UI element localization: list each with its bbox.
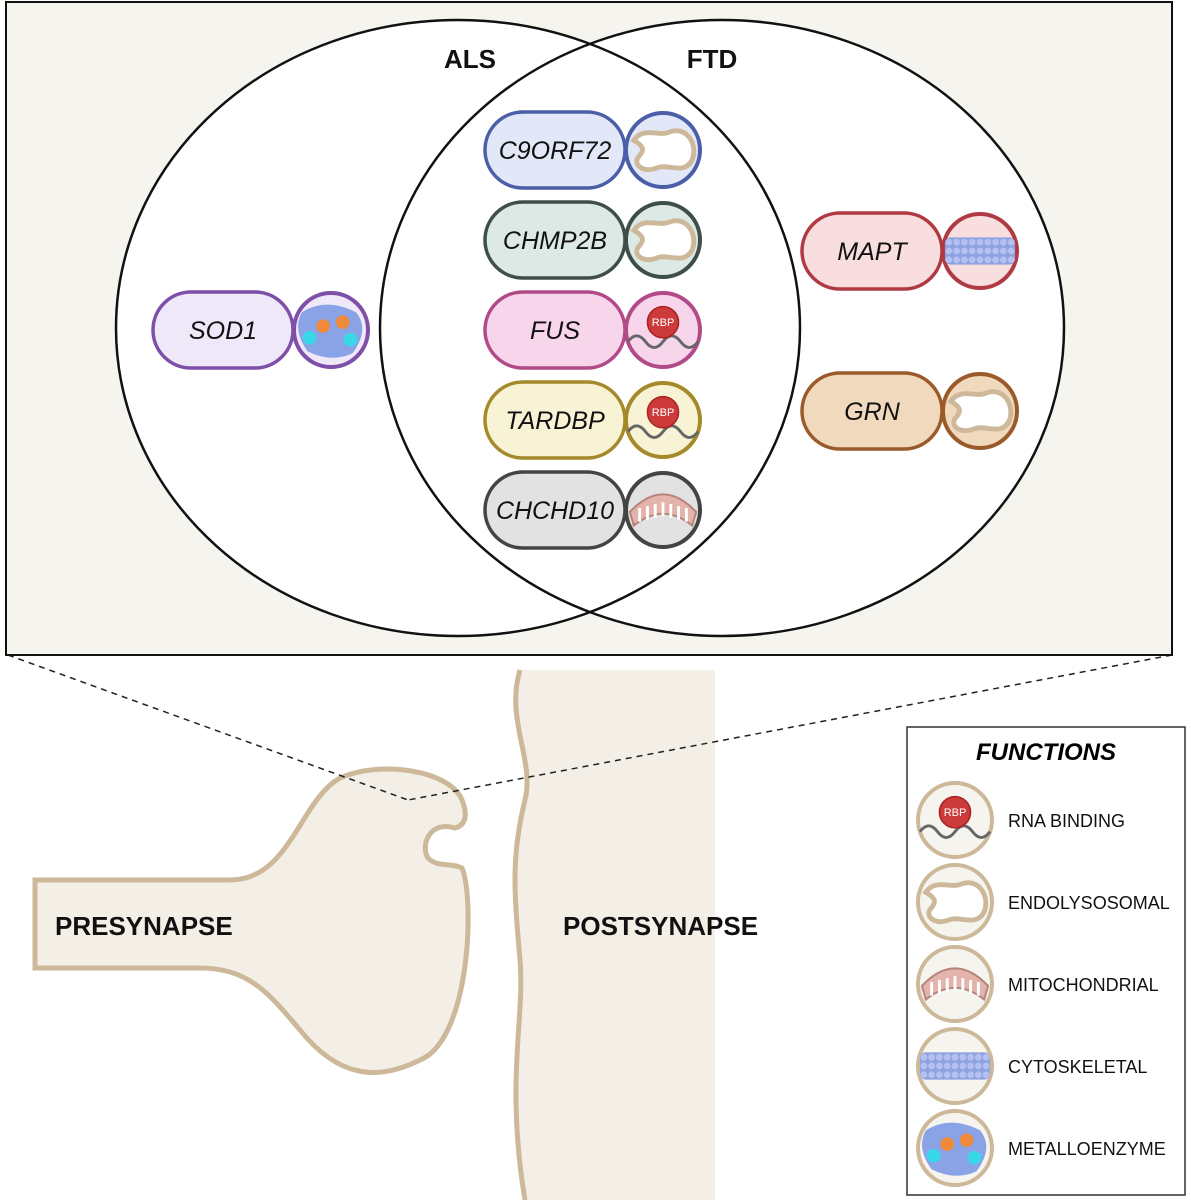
- rbp-label: RBP: [944, 807, 967, 819]
- legend-label: RNA BINDING: [1008, 811, 1125, 831]
- rbp-label: RBP: [652, 317, 675, 329]
- gene-name: SOD1: [189, 317, 257, 345]
- legend-title: FUNCTIONS: [976, 739, 1116, 766]
- endolysosomal-icon: [941, 372, 1019, 450]
- gene-chchd10: CHCHD10: [483, 470, 702, 550]
- legend-label: MITOCHONDRIAL: [1008, 975, 1159, 995]
- legend-label: METALLOENZYME: [1008, 1139, 1166, 1159]
- postsynapse: [512, 669, 715, 1200]
- rna-binding-icon: RBP: [624, 291, 702, 369]
- legend-item-endolysosomal: ENDOLYSOSOMAL: [916, 863, 1170, 941]
- legend-label: ENDOLYSOSOMAL: [1008, 893, 1170, 913]
- gene-tardbp: TARDBP RBP: [483, 380, 702, 460]
- rna-binding-icon: RBP: [624, 381, 702, 459]
- postsynapse-label: POSTSYNAPSE: [563, 911, 758, 941]
- endolysosomal-icon: [624, 111, 702, 189]
- mitochondrial-icon: [624, 471, 702, 549]
- legend-label: CYTOSKELETAL: [1008, 1057, 1147, 1077]
- mitochondrial-icon: [916, 945, 994, 1023]
- gene-name: TARDBP: [505, 407, 605, 435]
- rbp-label: RBP: [652, 407, 675, 419]
- legend-item-metalloenzyme: METALLOENZYME: [916, 1109, 1166, 1187]
- gene-chmp2b: CHMP2B: [483, 200, 702, 280]
- cytoskeletal-icon: [916, 1027, 994, 1105]
- gene-name: C9ORF72: [499, 137, 612, 165]
- gene-name: CHMP2B: [503, 227, 607, 255]
- endolysosomal-icon: [916, 863, 994, 941]
- gene-name: GRN: [844, 398, 901, 426]
- zoom-line-right: [407, 654, 1173, 801]
- legend-item-cytoskeletal: CYTOSKELETAL: [916, 1027, 1147, 1105]
- rna-binding-icon: RBP: [916, 781, 994, 859]
- presynapse: [32, 766, 471, 1075]
- als-label: ALS: [444, 44, 496, 74]
- ftd-circle: [378, 18, 1066, 638]
- legend-item-mitochondrial: MITOCHONDRIAL: [916, 945, 1159, 1023]
- metalloenzyme-icon: [292, 291, 370, 369]
- cytoskeletal-icon: [941, 212, 1019, 290]
- gene-grn: GRN: [800, 371, 1019, 451]
- als-circle: [114, 18, 802, 638]
- zoom-line-left: [7, 654, 409, 801]
- ftd-label: FTD: [687, 44, 738, 74]
- gene-fus: FUS RBP: [483, 290, 702, 370]
- gene-name: CHCHD10: [496, 497, 614, 525]
- gene-mapt: MAPT: [800, 211, 1019, 291]
- legend-item-rna-binding: RBP RNA BINDING: [916, 781, 1125, 859]
- metalloenzyme-icon: [916, 1109, 994, 1187]
- presynapse-label: PRESYNAPSE: [55, 911, 233, 941]
- gene-c9orf72: C9ORF72: [483, 110, 702, 190]
- gene-name: FUS: [530, 317, 580, 345]
- endolysosomal-icon: [624, 201, 702, 279]
- gene-sod1: SOD1: [151, 290, 370, 370]
- gene-name: MAPT: [837, 238, 908, 266]
